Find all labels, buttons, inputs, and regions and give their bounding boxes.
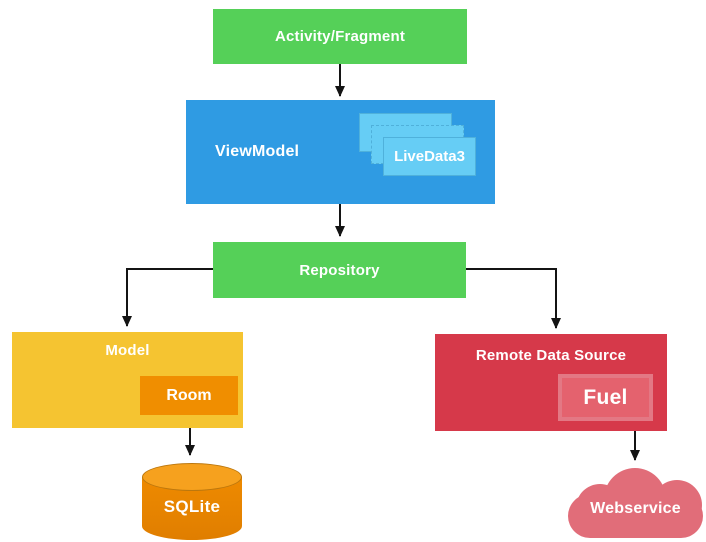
arrow-repository-to-remote-data-source [466,268,561,329]
arrow-repository-to-model [122,268,213,327]
node-room: Room [140,376,238,415]
node-sqlite-database-cylinder: SQLite [142,463,242,540]
node-room-label: Room [166,386,212,404]
node-webservice-cloud: Webservice [568,468,703,538]
node-repository-label: Repository [299,261,380,279]
node-sqlite-label: SQLite [163,497,221,516]
node-model-label: Model [105,342,150,359]
node-webservice-label: Webservice [590,500,681,517]
cloud-body [568,494,703,538]
node-viewmodel-label: ViewModel [215,143,300,160]
cylinder-top-ellipse [142,463,242,491]
node-livedata: LiveData3 [383,137,476,176]
node-remote-data-source-label: Remote Data Source [475,347,627,364]
node-repository: Repository [213,242,466,298]
node-activity-fragment: Activity/Fragment [213,9,467,64]
node-fuel: Fuel [558,374,653,421]
node-activity-fragment-label: Activity/Fragment [274,28,406,45]
node-fuel-label: Fuel [583,385,628,409]
node-livedata-label: LiveData3 [394,148,465,165]
